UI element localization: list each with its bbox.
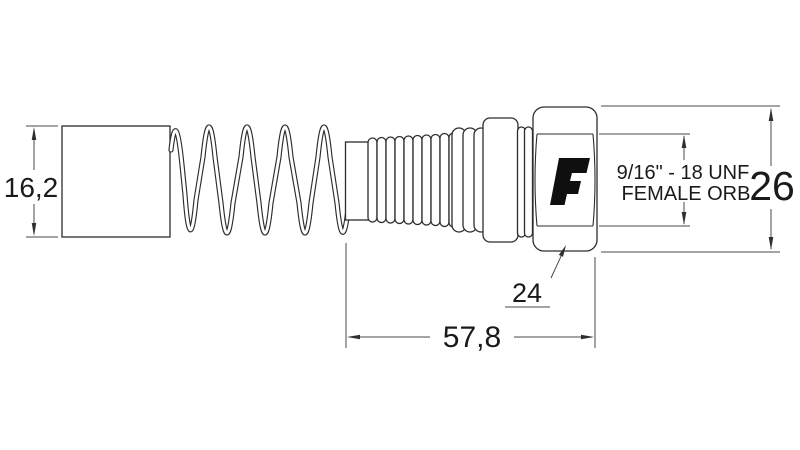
ribbed-barb-section bbox=[367, 132, 459, 228]
barb-rib bbox=[403, 135, 414, 225]
barb-rib bbox=[394, 135, 405, 225]
dimensions: 16,2 57,8 26 bbox=[4, 105, 795, 354]
dimension-text-length: 57,8 bbox=[443, 321, 501, 354]
arrowhead-right bbox=[581, 334, 594, 340]
barb-rib bbox=[430, 133, 441, 227]
dimension-cap-od: 16,2 bbox=[4, 125, 59, 238]
washer-ridge bbox=[523, 126, 534, 238]
barb-rib bbox=[412, 134, 423, 226]
leader-line bbox=[550, 251, 564, 279]
hex-facet-arc-left bbox=[534, 133, 538, 227]
hose-end-cap bbox=[61, 125, 171, 238]
dimension-hex-od: 26 bbox=[601, 105, 795, 253]
washer-ridges bbox=[516, 126, 534, 238]
arrowhead-down bbox=[681, 212, 687, 225]
dimension-length: 57,8 bbox=[345, 243, 596, 354]
barb-rib bbox=[367, 137, 378, 223]
spring-guard-wire-core bbox=[169, 125, 355, 235]
brand-logo-f: F bbox=[550, 158, 590, 205]
barb-rib bbox=[376, 136, 387, 224]
collar bbox=[482, 117, 519, 243]
callout-hex-flats: 24 bbox=[505, 245, 566, 308]
arrowhead-down bbox=[768, 237, 774, 250]
fitting-part: F bbox=[61, 106, 598, 252]
dimension-text-hex-od: 26 bbox=[749, 163, 795, 209]
arrowhead-up bbox=[768, 108, 774, 121]
thread-crest-section bbox=[451, 127, 489, 233]
hex-facet-arc-right bbox=[592, 133, 596, 227]
dimension-thread-spec: 9/16" - 18 UNF FEMALE ORB bbox=[599, 133, 751, 227]
thread-spec-line1: 9/16" - 18 UNF bbox=[617, 162, 750, 184]
arrowhead-leader bbox=[558, 245, 566, 257]
arrowhead-down bbox=[31, 223, 37, 236]
barb-rib bbox=[439, 132, 450, 228]
barb-rib bbox=[385, 136, 396, 224]
dimension-text-cap-od: 16,2 bbox=[4, 172, 59, 203]
brand-logo-f-glyph bbox=[550, 158, 590, 205]
arrowhead-left bbox=[347, 334, 360, 340]
arrowhead-up bbox=[681, 135, 687, 148]
barb-rib bbox=[421, 134, 432, 226]
callout-text-hex-flats: 24 bbox=[512, 278, 542, 308]
thread-spec-line2: FEMALE ORB bbox=[622, 183, 751, 205]
arrowhead-up bbox=[31, 127, 37, 140]
